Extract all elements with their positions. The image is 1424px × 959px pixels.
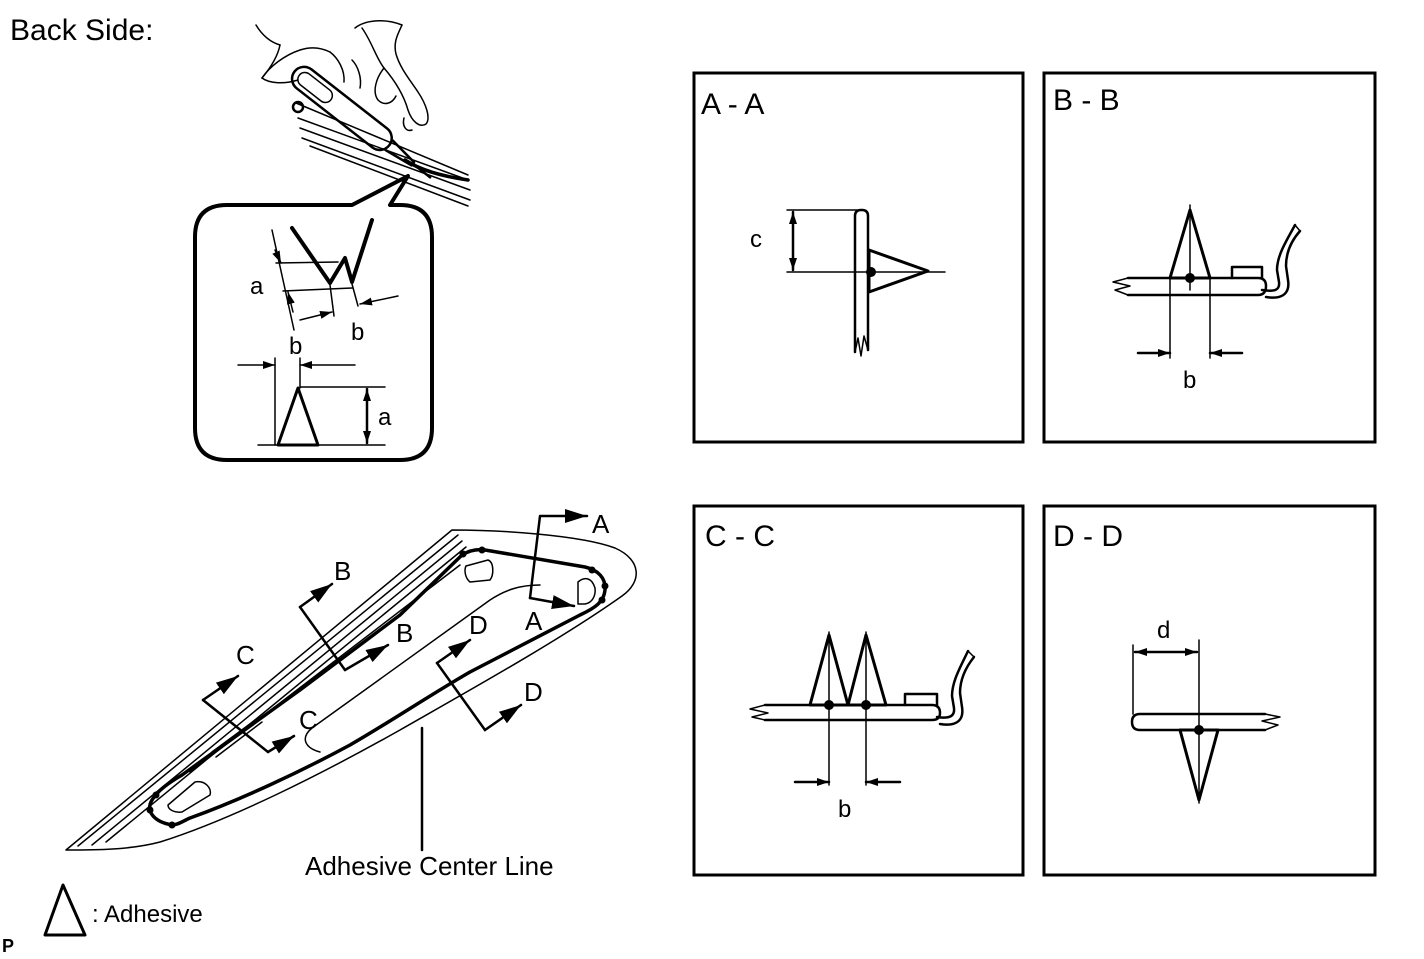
panel-frame: [1042, 504, 1377, 877]
break-line: [1112, 277, 1131, 296]
molding-line: [77, 534, 459, 847]
center-dot: [824, 700, 834, 710]
molding-lip: [1264, 229, 1302, 299]
page-title: Back Side:: [10, 14, 153, 47]
section-panel-d: D - D d: [1042, 504, 1377, 877]
glass-outline: [65, 529, 637, 851]
section-label-a: A: [592, 509, 610, 539]
height-arrow-top: [272, 249, 282, 264]
corner-mark: P: [2, 936, 14, 956]
locating-pin-icon: [167, 780, 212, 813]
molding-lip: [935, 649, 970, 719]
molding-line: [105, 546, 467, 843]
dimension-label-a: a: [378, 404, 392, 431]
section-panel-b: B - B b: [1042, 71, 1377, 444]
section-cut-c: C C: [201, 640, 318, 754]
dimension-label-d: d: [1157, 617, 1170, 644]
panel-title: A - A: [701, 88, 764, 121]
center-dot: [866, 267, 876, 277]
locating-pin-icon: [577, 577, 596, 605]
break-line: [1261, 713, 1281, 731]
plunger-ring-icon: [291, 100, 305, 114]
section-label-b: B: [334, 556, 351, 586]
molding-lip: [967, 650, 975, 658]
bead-profile-zigzag: [290, 218, 374, 285]
adhesive-bead-section: [276, 386, 320, 447]
extension-line: [329, 284, 335, 317]
panel-title: D - D: [1053, 520, 1123, 553]
extension-line: [282, 287, 353, 292]
sealant-gun-illustration: [255, 20, 471, 207]
adhesive-bead-section: [846, 633, 888, 707]
glass-section: [763, 703, 942, 722]
panel-title: B - B: [1053, 84, 1120, 117]
panel-frame: [1042, 71, 1377, 444]
section-label-d: D: [469, 610, 488, 640]
adhesive-triangle-icon: [43, 883, 87, 937]
section-label-c: C: [236, 640, 255, 670]
sealant-gun-icon: [290, 65, 432, 179]
dimension-label-c: c: [750, 226, 762, 253]
dimension-label-a: a: [250, 273, 264, 300]
section-panel-c: C - C b: [692, 504, 1025, 877]
adhesive-dots: [146, 546, 609, 829]
callout-bubble: [193, 174, 434, 462]
left-hand-icon: [255, 24, 362, 89]
glass-section: [1130, 712, 1267, 732]
section-panel-a: A - A c: [692, 71, 1025, 444]
molding-clip: [1230, 265, 1264, 280]
molding-lip: [1294, 224, 1301, 232]
panel-title: C - C: [705, 520, 775, 553]
width-arrow-right: [359, 295, 399, 306]
break-line: [749, 704, 769, 721]
center-dot: [1185, 273, 1195, 283]
dimension-label-b: b: [838, 796, 851, 823]
molding-line: [91, 540, 463, 846]
inner-area-outline: [304, 584, 541, 753]
dimension-label-b: b: [351, 319, 364, 346]
center-dot: [1194, 725, 1204, 735]
section-label-a: A: [525, 606, 543, 636]
legend: : Adhesive: [43, 883, 203, 937]
width-arrow-left: [299, 311, 333, 321]
section-label-d: D: [524, 677, 543, 707]
section-label-b: B: [396, 618, 413, 648]
section-cut-d: D D: [435, 610, 543, 732]
legend-label: : Adhesive: [92, 901, 203, 928]
break-line: [854, 335, 869, 357]
molding-lip: [1260, 223, 1297, 292]
section-label-c: C: [299, 705, 318, 735]
glass-section: [853, 208, 870, 354]
panel-frame: [692, 504, 1025, 877]
height-dimension-line: [271, 229, 295, 331]
panel-frame: [692, 71, 1025, 444]
glass-section: [1126, 276, 1268, 297]
bead-detail-callout: a b b a: [193, 174, 434, 462]
molding-clip: [903, 692, 939, 707]
center-dot: [861, 700, 871, 710]
glass-edge-lines: [295, 102, 471, 207]
adhesive-bead-section: [867, 248, 930, 294]
window-glass-diagram: A A B B C C D D Adhesive Center Lin: [65, 509, 637, 881]
extension-line: [275, 261, 339, 264]
section-cut-b: B B: [298, 556, 413, 672]
right-hand-icon: [354, 20, 429, 132]
adhesive-center-line-label: Adhesive Center Line: [305, 851, 554, 881]
height-arrow-bottom: [287, 291, 295, 313]
molding-lip: [938, 655, 976, 726]
extension-line: [351, 283, 359, 307]
dimension-label-b: b: [1183, 367, 1196, 394]
dimension-label-b: b: [289, 333, 302, 360]
locating-pin-icon: [464, 559, 494, 583]
section-cut-a: A A: [525, 509, 610, 636]
